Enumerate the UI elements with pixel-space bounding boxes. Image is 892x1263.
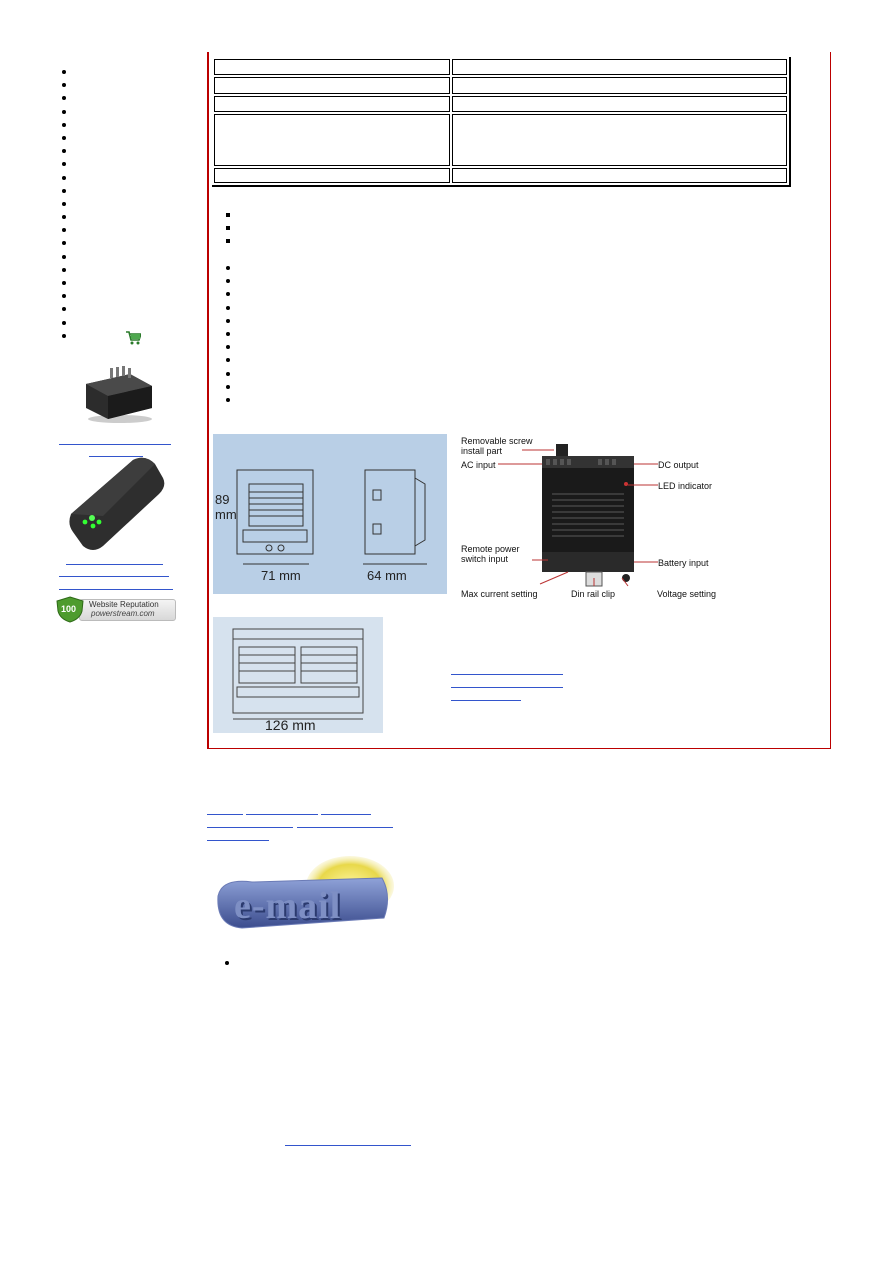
list-item[interactable]	[226, 341, 426, 354]
list-item[interactable]	[226, 222, 426, 235]
dim-depth-label: 64 mm	[367, 568, 407, 583]
list-item[interactable]	[62, 224, 182, 237]
adapter-product-photo[interactable]	[67, 456, 167, 554]
callout-led: LED indicator	[658, 481, 713, 491]
list-item[interactable]	[62, 145, 182, 158]
product-caption-link[interactable]	[59, 444, 171, 445]
spec-table	[212, 57, 791, 187]
list-item[interactable]	[62, 317, 182, 330]
list-item[interactable]	[226, 275, 426, 288]
list-item[interactable]	[226, 209, 426, 222]
feature-list	[226, 262, 426, 407]
callout-dc-output: DC output	[658, 460, 699, 470]
email-logo-text: e-mail	[234, 885, 342, 927]
footer-link-2[interactable]	[246, 814, 318, 815]
list-item[interactable]	[62, 277, 182, 290]
list-item[interactable]	[226, 315, 426, 328]
list-item[interactable]	[62, 92, 182, 105]
list-item[interactable]	[62, 185, 182, 198]
shopping-cart-icon[interactable]	[125, 330, 141, 346]
footer-link-5[interactable]	[297, 827, 393, 828]
list-item[interactable]	[226, 354, 426, 367]
table-row	[214, 168, 787, 183]
list-item[interactable]	[62, 290, 182, 303]
product-caption-link-2[interactable]	[89, 456, 143, 457]
list-item[interactable]	[226, 288, 426, 301]
list-item[interactable]	[62, 264, 182, 277]
list-item[interactable]	[62, 251, 182, 264]
adapter-caption-link-2[interactable]	[59, 576, 169, 577]
badge-title: Website Reputation	[89, 600, 159, 609]
callout-max-current: Max current setting	[461, 589, 538, 599]
feature-list-square	[226, 209, 426, 249]
content-frame	[207, 52, 831, 749]
list-item[interactable]	[226, 328, 426, 341]
list-item[interactable]	[226, 302, 426, 315]
dimension-drawing-wide: 126 mm	[213, 617, 383, 733]
footer-link-6[interactable]	[207, 840, 269, 841]
dimension-drawing-front: 89 mm 71 mm 64 mm	[213, 434, 447, 594]
list-item[interactable]	[62, 79, 182, 92]
list-item[interactable]	[62, 158, 182, 171]
table-row	[214, 96, 787, 112]
list-item[interactable]	[62, 172, 182, 185]
left-nav	[62, 66, 182, 346]
list-item	[225, 957, 245, 970]
labeled-product-diagram: Removable screw install part AC input DC…	[458, 434, 738, 604]
list-item[interactable]	[62, 106, 182, 119]
callout-screw: Removable screw install part	[461, 436, 533, 456]
diagram-link-1[interactable]	[451, 674, 563, 675]
shield-icon	[56, 596, 84, 623]
list-item[interactable]	[62, 66, 182, 79]
adapter-caption-link-3[interactable]	[59, 589, 173, 590]
table-row	[214, 59, 787, 75]
callout-din-rail: Din rail clip	[571, 589, 616, 599]
list-item[interactable]	[226, 262, 426, 275]
list-item[interactable]	[226, 368, 426, 381]
email-logo[interactable]: e-mail	[212, 856, 394, 940]
list-item[interactable]	[62, 132, 182, 145]
footer-link-1[interactable]	[207, 814, 243, 815]
list-item[interactable]	[226, 381, 426, 394]
badge-site: powerstream.com	[91, 609, 155, 618]
bottom-link[interactable]	[285, 1145, 411, 1146]
footer-link-3[interactable]	[321, 814, 371, 815]
list-item[interactable]	[62, 303, 182, 316]
module-product-photo[interactable]	[78, 364, 158, 424]
footer-list	[225, 957, 245, 970]
badge-score: 100	[61, 604, 77, 614]
list-item[interactable]	[62, 237, 182, 250]
left-nav-list	[62, 66, 182, 330]
diagram-link-2[interactable]	[451, 687, 563, 688]
list-item[interactable]	[62, 198, 182, 211]
table-row	[214, 77, 787, 94]
callout-battery: Battery input	[658, 558, 709, 568]
adapter-caption-link-1[interactable]	[66, 564, 163, 565]
callout-ac-input: AC input	[461, 460, 496, 470]
table-row	[214, 114, 787, 166]
callout-voltage: Voltage setting	[657, 589, 717, 599]
footer-link-4[interactable]	[207, 827, 293, 828]
list-item[interactable]	[62, 211, 182, 224]
diagram-link-3[interactable]	[451, 700, 521, 701]
dim-wide-label: 126 mm	[265, 717, 316, 733]
cart-row	[62, 330, 182, 346]
list-item[interactable]	[226, 394, 426, 407]
list-item[interactable]	[226, 235, 426, 248]
dim-width-label: 71 mm	[261, 568, 301, 583]
callout-remote: Remote power switch input	[461, 544, 520, 564]
dim-height-label: 89 mm	[215, 492, 237, 522]
list-item[interactable]	[62, 119, 182, 132]
reputation-badge[interactable]: 100 Website Reputation powerstream.com	[55, 596, 176, 623]
